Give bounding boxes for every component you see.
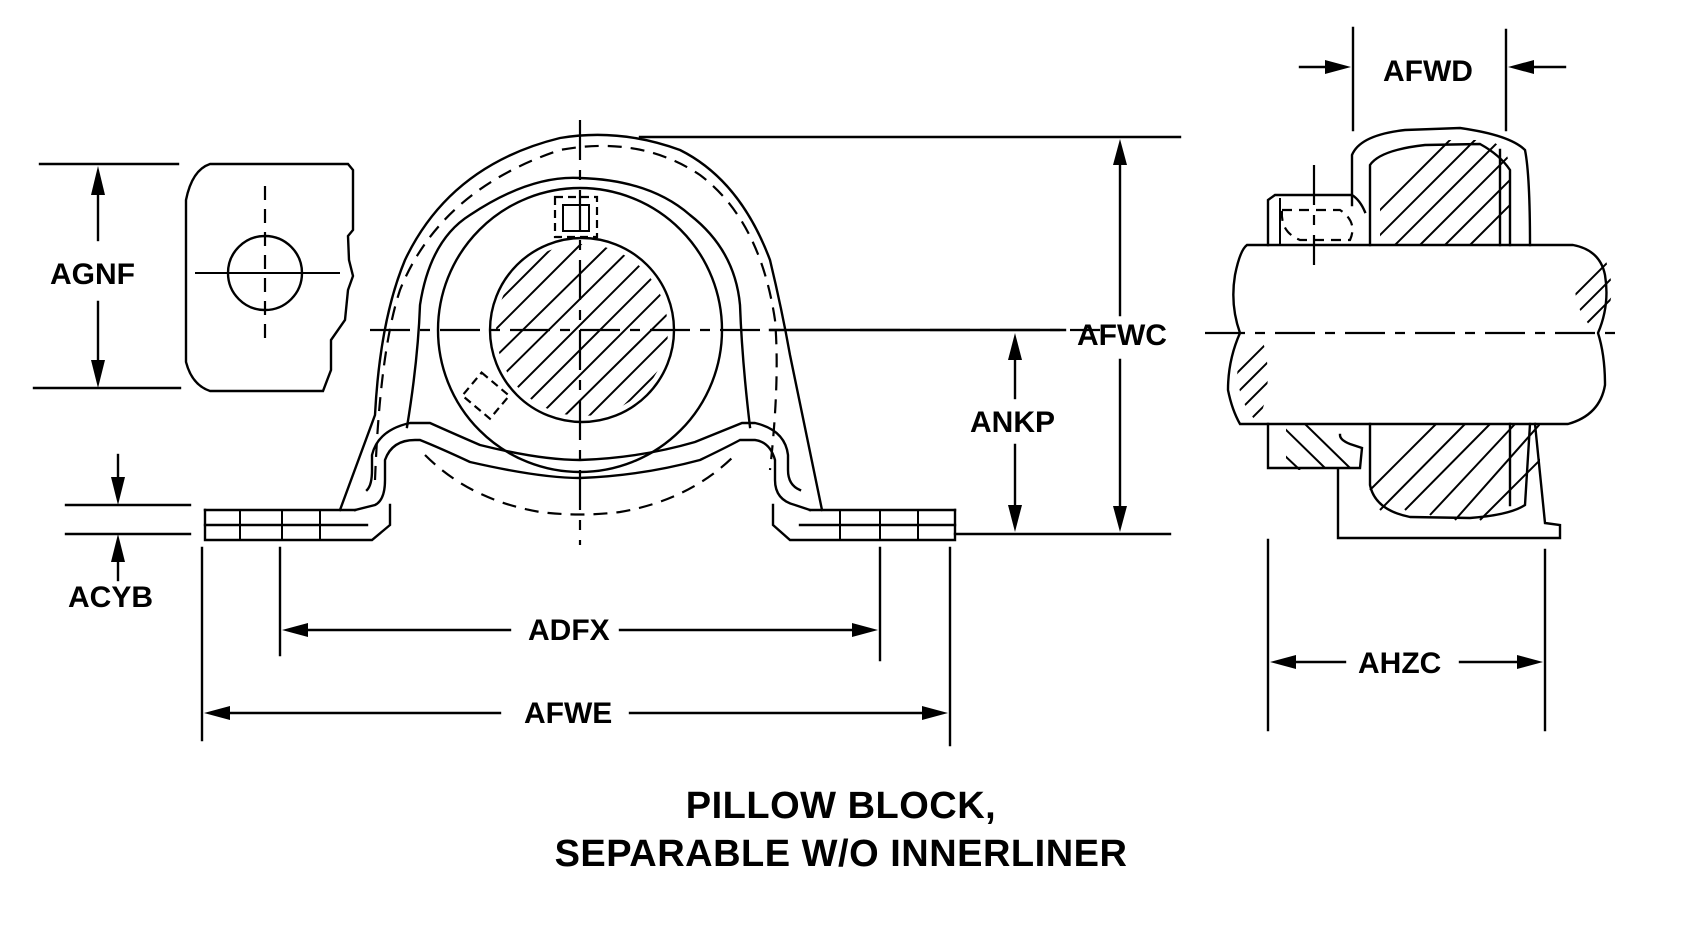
dimension-afwd	[1298, 26, 1567, 132]
label-afwd: AFWD	[1383, 55, 1473, 88]
arrow-left-icon	[204, 706, 230, 720]
front-view	[203, 120, 1100, 545]
label-afwc: AFWC	[1077, 319, 1167, 352]
arrow-left-icon	[1508, 60, 1534, 74]
arrow-left-icon	[1270, 655, 1296, 669]
label-ahzc: AHZC	[1358, 647, 1441, 680]
arrow-up-icon	[1008, 333, 1022, 360]
arrow-up-icon	[111, 534, 125, 562]
arrow-down-icon	[1008, 505, 1022, 532]
left-foot	[203, 503, 392, 542]
arrow-right-icon	[1517, 655, 1543, 669]
section-view	[1205, 26, 1615, 732]
dimension-ahzc	[1266, 538, 1547, 732]
drawing-title-line1: PILLOW BLOCK,	[685, 785, 997, 827]
dimension-adfx	[278, 546, 882, 662]
label-ankp: ANKP	[970, 406, 1055, 439]
arrow-right-icon	[1325, 60, 1351, 74]
dimension-ankp	[768, 328, 1067, 532]
label-afwe: AFWE	[524, 697, 612, 730]
slot-outline	[184, 162, 355, 393]
arrow-up-icon	[1113, 139, 1127, 165]
shaft-hatch	[496, 244, 668, 416]
arrow-down-icon	[91, 360, 105, 388]
arrow-up-icon	[91, 166, 105, 195]
arrow-right-icon	[852, 623, 878, 637]
drawing-title-line2: SEPARABLE W/O INNERLINER	[554, 833, 1128, 875]
shaft-outline	[1226, 243, 1608, 426]
dimension-afwe	[200, 546, 952, 747]
arrow-left-icon	[282, 623, 308, 637]
label-acyb: ACYB	[68, 581, 153, 614]
arrow-right-icon	[922, 706, 948, 720]
arrow-down-icon	[111, 477, 125, 505]
right-foot	[771, 503, 957, 542]
label-adfx: ADFX	[528, 614, 610, 647]
dimension-acyb	[64, 453, 192, 582]
arrow-down-icon	[1113, 506, 1127, 532]
dimension-afwc	[638, 135, 1182, 536]
label-agnf: AGNF	[50, 258, 135, 291]
bolt-slot-detail-view	[32, 162, 355, 393]
